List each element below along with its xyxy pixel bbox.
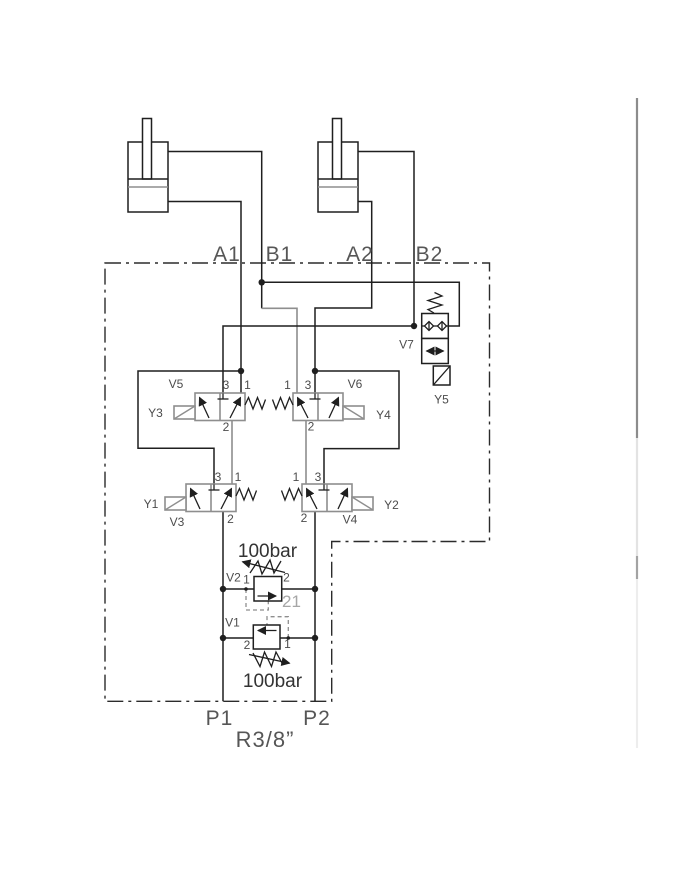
valve-v6 xyxy=(273,393,365,421)
check-valve-icon xyxy=(421,320,449,332)
label-y1: Y1 xyxy=(144,497,159,511)
label-v5-port3: 3 xyxy=(223,378,230,392)
line-a1-to-v3-p3 xyxy=(137,370,241,484)
label-v6-port1: 1 xyxy=(284,378,291,392)
line-b2 xyxy=(358,150,415,326)
label-v2-port1: 1 xyxy=(243,573,250,587)
label-b2: B2 xyxy=(416,243,444,266)
label-v2-pressure: 100bar xyxy=(238,541,298,562)
pilot-line xyxy=(245,589,269,611)
pilot-check-valve-v7 xyxy=(420,291,451,386)
labels: A1 B1 A2 B2 V5 Y3 3 1 2 V6 Y4 1 3 2 V3 Y… xyxy=(144,243,450,752)
valve-v5 xyxy=(174,393,266,421)
pilot-tap xyxy=(244,587,248,591)
label-v4-port2: 2 xyxy=(301,511,308,525)
label-v4-port1: 1 xyxy=(293,470,300,484)
label-y3: Y3 xyxy=(148,406,163,420)
label-y5: Y5 xyxy=(434,393,449,407)
label-v1-port2: 2 xyxy=(244,638,251,652)
line-b1 xyxy=(168,150,263,283)
relief-valve-v1 xyxy=(248,616,291,669)
label-v3-port3: 3 xyxy=(215,470,222,484)
label-thread-size: R3/8” xyxy=(236,727,295,752)
label-v1: V1 xyxy=(225,616,240,630)
label-v7: V7 xyxy=(399,338,414,352)
label-v5-port1: 1 xyxy=(244,378,251,392)
pilot-line xyxy=(266,616,289,638)
cylinder-2 xyxy=(317,117,359,213)
circuit-lines xyxy=(137,150,461,702)
label-v4-port3: 3 xyxy=(315,470,322,484)
line-a1 xyxy=(168,200,242,371)
line-b1-to-v6-p1 xyxy=(261,307,298,393)
label-v6-port2: 2 xyxy=(308,420,315,434)
label-a2: A2 xyxy=(346,243,374,266)
label-v4: V4 xyxy=(343,513,358,527)
line-a2-to-v4-p3 xyxy=(315,370,400,484)
cylinder-1 xyxy=(127,117,169,213)
junction-dots xyxy=(219,279,418,642)
line-a2 xyxy=(314,200,373,371)
label-annotation-21: 21 xyxy=(282,592,301,611)
label-v2-port2: 2 xyxy=(283,571,290,585)
spring-icon xyxy=(252,650,284,669)
adjust-arrow-icon xyxy=(248,653,291,666)
manifold-boundary-box xyxy=(104,262,491,702)
solenoid-icon xyxy=(432,365,451,386)
label-v6: V6 xyxy=(348,377,363,391)
valve-v4 xyxy=(282,484,374,512)
line-v5-p3-to-v7 xyxy=(222,325,414,393)
relief-valve-v2 xyxy=(241,558,286,611)
pilot-tap xyxy=(286,636,291,640)
label-v2: V2 xyxy=(226,571,241,585)
label-v1-pressure: 100bar xyxy=(243,671,303,692)
valve-body xyxy=(252,624,281,650)
valve-body xyxy=(253,575,283,602)
label-p1: P1 xyxy=(206,707,234,730)
label-v5-port2: 2 xyxy=(223,420,230,434)
label-v3-port1: 1 xyxy=(235,470,242,484)
label-y2: Y2 xyxy=(384,498,399,512)
label-v5: V5 xyxy=(169,377,184,391)
label-b1: B1 xyxy=(266,243,294,266)
label-v1-port1: 1 xyxy=(284,637,291,651)
label-v3-port2: 2 xyxy=(227,512,234,526)
spring-icon xyxy=(249,558,282,576)
valve-v3 xyxy=(165,484,257,512)
label-v3: V3 xyxy=(170,515,185,529)
adjust-arrow-icon xyxy=(241,559,286,574)
label-y4: Y4 xyxy=(376,408,391,422)
label-v6-port3: 3 xyxy=(305,378,312,392)
label-a1: A1 xyxy=(213,243,241,266)
label-p2: P2 xyxy=(303,707,331,730)
spring-icon xyxy=(425,291,445,314)
line-b1-to-v7 xyxy=(261,281,461,327)
